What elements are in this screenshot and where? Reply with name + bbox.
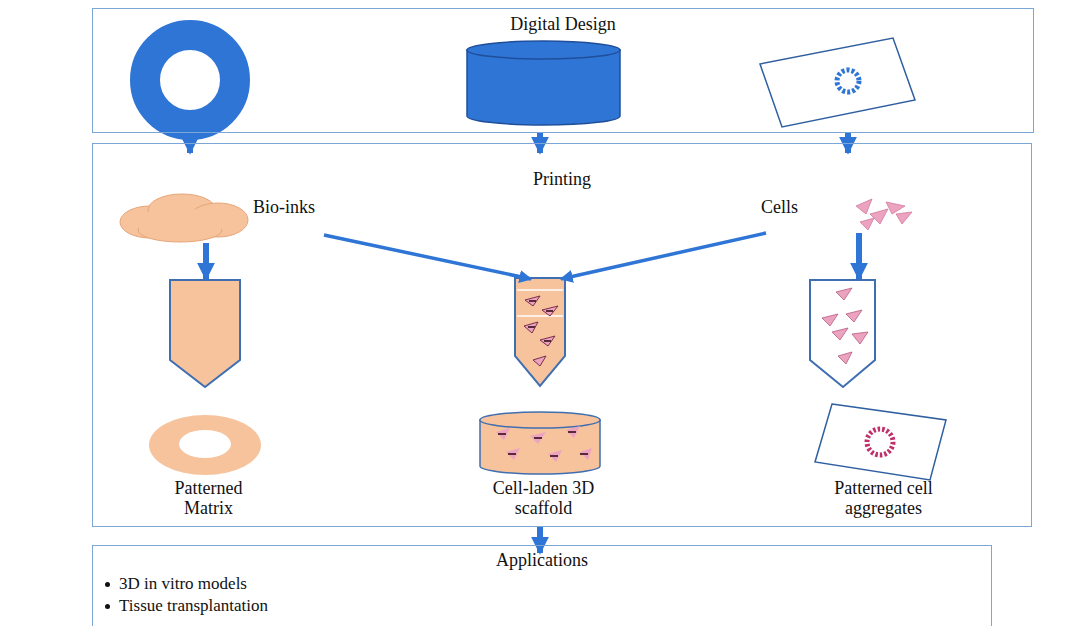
- aggregate-nozzle: [810, 280, 875, 387]
- bullet-text: 3D in vitro models: [119, 575, 247, 594]
- flow-arrow: [856, 233, 862, 279]
- matrix-ring: [149, 415, 261, 475]
- output-label: Cell-laden 3D scaffold: [474, 479, 614, 519]
- bullet-dot: [105, 582, 110, 587]
- bullet-text: Tissue transplantation: [119, 597, 268, 616]
- panel-heading: Applications: [93, 551, 991, 571]
- plate-design: [760, 38, 915, 127]
- input-label: Bio-inks: [253, 198, 315, 218]
- input-label: Cells: [761, 198, 798, 218]
- scaffold-nozzle: [515, 278, 565, 386]
- panel-heading: Digital Design: [93, 15, 1033, 35]
- bullet-item: Tissue transplantation: [105, 597, 268, 616]
- design-panel: Digital Design: [92, 8, 1034, 133]
- output-label: Patterned cell aggregates: [809, 479, 959, 519]
- panel-heading: Printing: [93, 170, 1031, 190]
- bioink-cloud: [120, 194, 248, 242]
- flow-arrow: [203, 243, 209, 279]
- scaffold-cylinder: [480, 412, 600, 474]
- cylinder-design: [467, 41, 620, 125]
- patterned-aggregates: Patterned cell aggregates: [801, 279, 966, 521]
- aggregate-plate: [815, 404, 946, 480]
- bioink-cloud-fill: [130, 209, 234, 233]
- cell-laden-scaffold: Cell-laden 3D scaffold: [461, 279, 626, 521]
- bullet-dot: [105, 604, 110, 609]
- cell-source: Cells: [756, 193, 916, 233]
- flow-arrow: [324, 235, 531, 279]
- printing-panel: PrintingBio-inks CellsPatterned Matrix Cel…: [92, 143, 1032, 527]
- bioink-source: Bio-inks: [119, 193, 324, 243]
- flow-arrow: [561, 233, 766, 279]
- flow-arrow: [537, 527, 543, 553]
- output-label: Patterned Matrix: [154, 479, 264, 519]
- ring-design: [145, 35, 235, 125]
- matrix-nozzle: [170, 280, 240, 387]
- patterned-matrix: Patterned Matrix: [141, 279, 276, 521]
- applications-panel: Applications 3D in vitro modelsTissue tra…: [92, 545, 992, 626]
- cells-cluster: [856, 199, 912, 230]
- bullet-item: 3D in vitro models: [105, 575, 247, 594]
